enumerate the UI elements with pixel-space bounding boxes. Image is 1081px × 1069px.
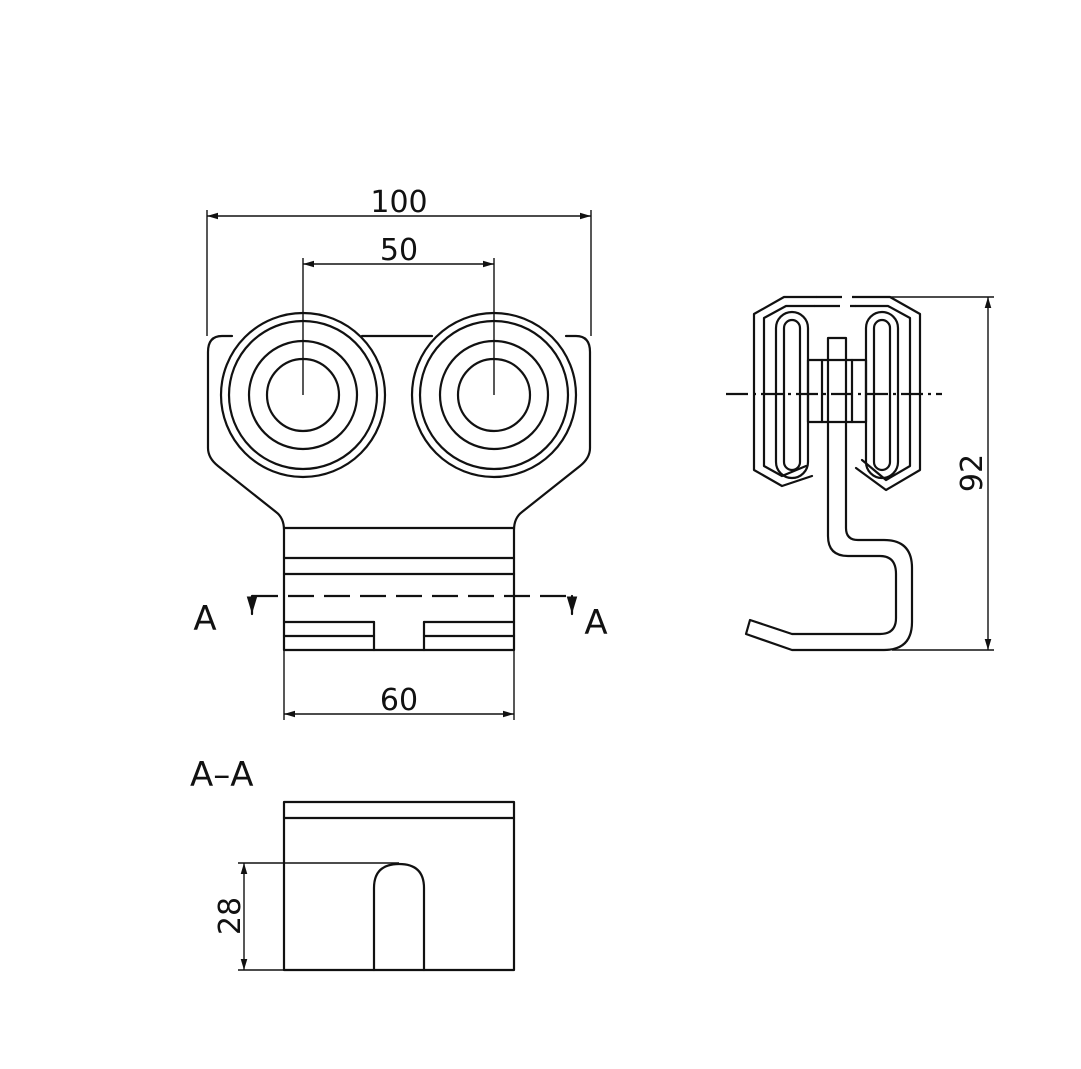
cut-label-right: A [584,603,607,643]
dimension-slot-depth [238,862,399,971]
section-slot [372,862,426,972]
dimension-total-height-label: 92 [955,454,990,492]
section-title: A–A [190,755,254,795]
dimension-total-height [890,296,994,651]
dimension-stem-width [283,650,515,720]
dimension-overall-width [206,210,592,336]
carrier-body-outline [206,334,592,652]
dimension-wheel-spacing [302,258,495,312]
dimension-slot-depth-label: 28 [213,897,248,935]
stem-features [282,526,516,652]
section-body [282,800,516,972]
left-wheel [219,311,387,479]
side-hub [806,358,868,424]
section-cut-line [246,594,578,616]
section-view: A–A 28 [190,755,516,972]
track-profile-inner [762,304,912,482]
dimension-wheel-spacing-label: 50 [380,233,418,268]
track-profile-outer [752,295,922,492]
cut-label-left: A [193,599,216,639]
dimension-overall-width-label: 100 [370,185,427,220]
front-view: A A 100 50 60 [193,185,608,720]
hanger-hook [744,336,914,652]
right-wheel [410,311,578,479]
dimension-stem-width-label: 60 [380,683,418,718]
side-view: 92 [726,295,994,652]
